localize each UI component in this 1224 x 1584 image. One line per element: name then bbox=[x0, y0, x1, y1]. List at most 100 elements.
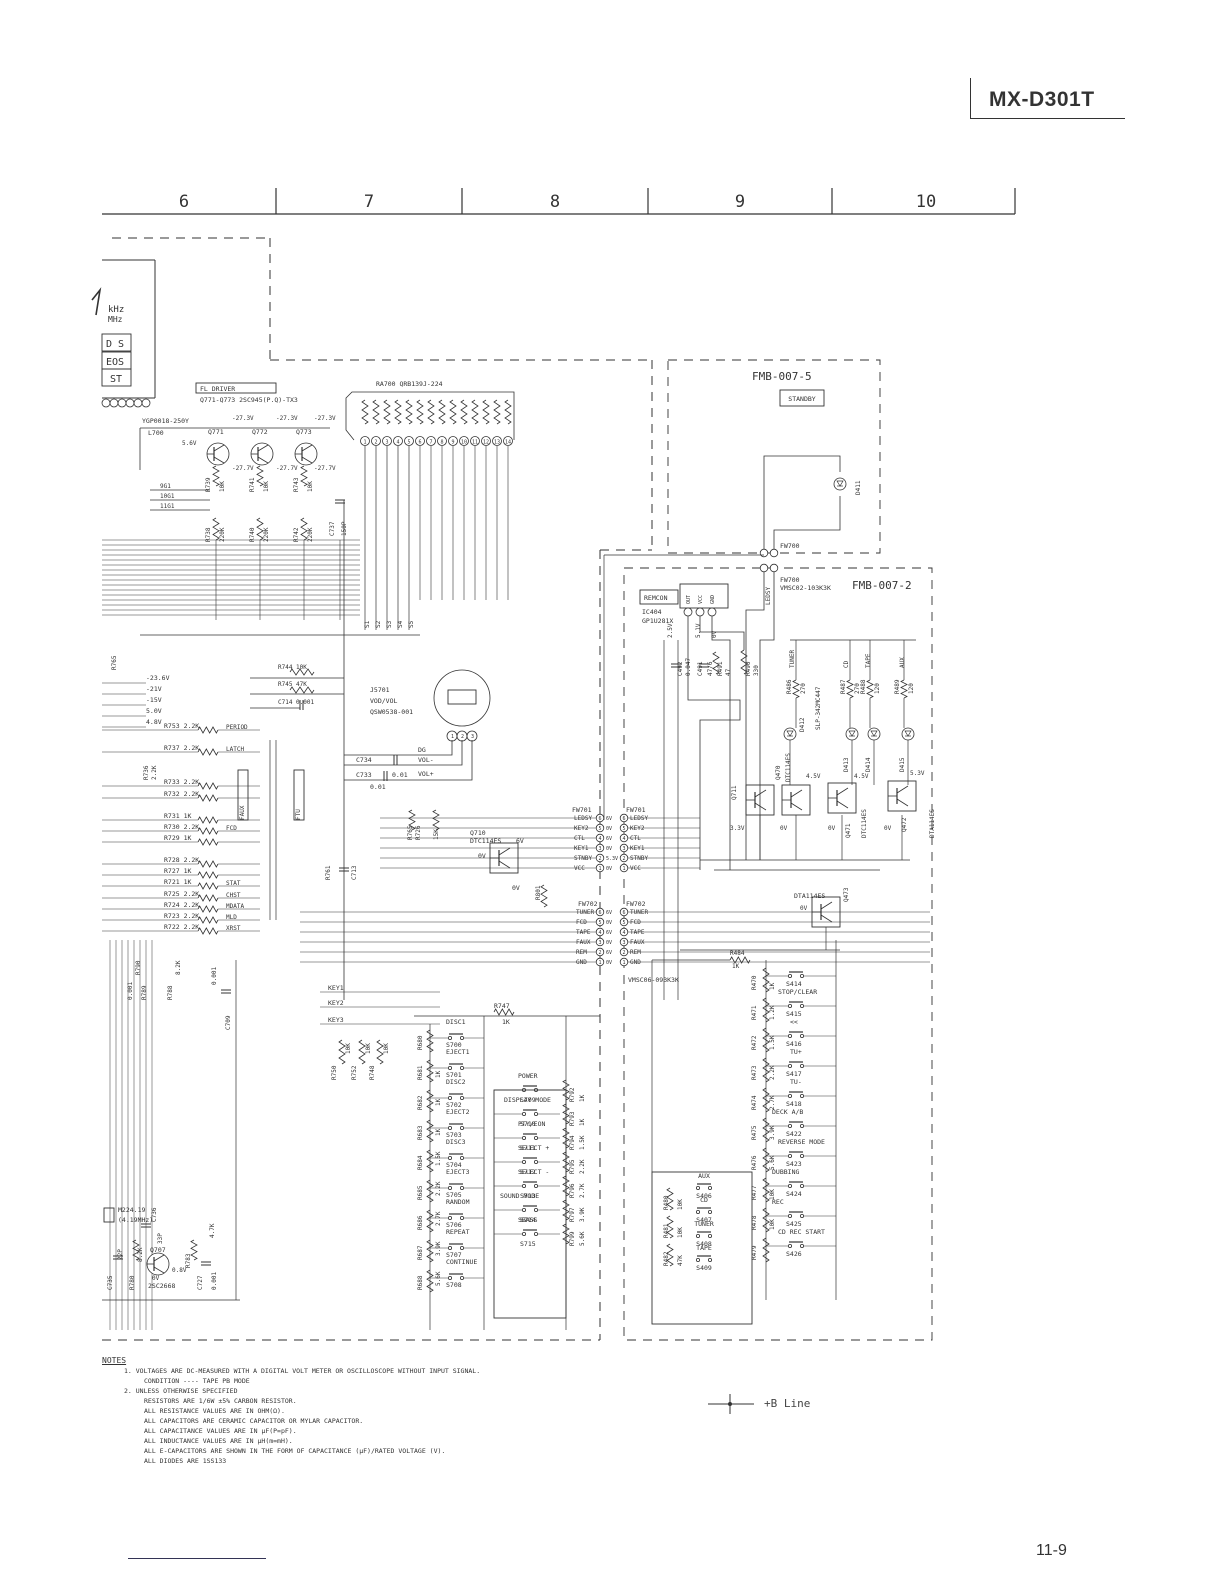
switch-s409 bbox=[696, 1258, 701, 1263]
resistor-value: 220K bbox=[263, 527, 270, 542]
net-label: FTU bbox=[295, 809, 302, 820]
switch-label: SELECT + bbox=[518, 1144, 549, 1152]
transistor-label: Q771 bbox=[208, 428, 224, 436]
pin-number: 5 bbox=[622, 920, 625, 926]
resistor-value: 1.5K bbox=[435, 1151, 442, 1166]
key-line-label: KEY1 bbox=[328, 984, 344, 992]
resistor-ref: 0.001 bbox=[127, 982, 134, 1000]
switch-s418 bbox=[800, 1094, 805, 1099]
capacitor-value: C713 bbox=[351, 865, 358, 880]
connector-pin-label: TUNER bbox=[576, 909, 594, 916]
resistor-ref: R680 bbox=[417, 1035, 424, 1050]
connector-pin-label: TAPE bbox=[630, 929, 645, 936]
switch-s705 bbox=[459, 1186, 464, 1191]
voltage-label: 0V bbox=[606, 920, 612, 926]
voltage-label: 0V bbox=[606, 940, 612, 946]
resistor-ref: R687 bbox=[417, 1245, 424, 1260]
resistor-value: 3.9K bbox=[769, 1125, 776, 1140]
resistor-ref: R490 bbox=[745, 661, 752, 676]
resistor-r733 bbox=[197, 782, 219, 790]
display-segment-box bbox=[101, 368, 132, 387]
switch-s414 bbox=[788, 974, 793, 979]
voltage-label: 0V bbox=[478, 852, 486, 860]
pin-number: 4 bbox=[598, 836, 601, 842]
ic-pin-label: VCC bbox=[698, 595, 704, 604]
switch-ref: S407 bbox=[696, 1216, 712, 1224]
transistor-q473 bbox=[820, 901, 833, 910]
fl-display-glyph bbox=[91, 287, 102, 316]
resistor-array-pin bbox=[459, 436, 469, 446]
resistor-value: 220K bbox=[219, 527, 226, 542]
switch-s702 bbox=[459, 1096, 464, 1101]
pin-number: 2 bbox=[622, 856, 625, 862]
connector-pin-label: GND bbox=[630, 959, 641, 966]
standby-label-box bbox=[779, 389, 825, 407]
note-line: RESISTORS ARE 1/6W ±5% CARBON RESISTOR. bbox=[144, 1397, 297, 1405]
resistor-r752 bbox=[358, 1039, 366, 1065]
switch-s713 bbox=[522, 1184, 527, 1189]
key-line-label: KEY3 bbox=[328, 1016, 344, 1024]
voltage-label: 2.5V bbox=[667, 623, 674, 638]
switch-label: DECK A/B bbox=[772, 1108, 803, 1116]
connector-pin-label: LEDSY bbox=[574, 815, 592, 822]
resistor-ref: R484 bbox=[730, 950, 745, 957]
switch-ref: S423 bbox=[786, 1160, 802, 1168]
switch-ref: S422 bbox=[786, 1130, 802, 1138]
pin-number: 4 bbox=[622, 930, 625, 936]
voltage-label: 0V bbox=[512, 884, 520, 892]
switch-s425 bbox=[788, 1214, 793, 1219]
resistor-value: 4.7K bbox=[209, 1223, 216, 1238]
volume-name: VOD/VOL bbox=[370, 697, 397, 705]
resistor-value: 8.2K bbox=[175, 960, 182, 975]
supply-voltage: -21V bbox=[146, 685, 162, 693]
resistor-value: 10K bbox=[677, 1199, 684, 1210]
resistor-r743 bbox=[300, 465, 308, 487]
resistor-value: 1.2K bbox=[769, 1005, 776, 1020]
switch-ref: S712 bbox=[520, 1168, 536, 1176]
switch-s700 bbox=[459, 1036, 464, 1041]
resistor-r761 bbox=[432, 809, 440, 831]
resistor-ref: R747 bbox=[494, 1002, 510, 1010]
pin-number: 9 bbox=[451, 440, 454, 446]
encoder-pin-label: VOL+ bbox=[418, 770, 434, 778]
switch-label: PTY/EON bbox=[518, 1120, 545, 1128]
led-part: SLP-342MC447 bbox=[815, 686, 822, 730]
resistor-r728 bbox=[197, 860, 219, 868]
net-label: PERIOD bbox=[226, 724, 248, 731]
transistor-q772 bbox=[257, 444, 269, 452]
pin-number: 4 bbox=[396, 440, 399, 446]
scan-line-label: S2 bbox=[375, 620, 382, 628]
pin-number: 5 bbox=[598, 920, 601, 926]
switch-group-box bbox=[651, 1171, 753, 1325]
led-function-label: TUNER bbox=[789, 650, 796, 668]
resistor-value: 1K bbox=[579, 1094, 586, 1102]
resistor-value: 3.9K bbox=[579, 1207, 586, 1222]
capacitor-ref: C737 bbox=[329, 521, 336, 536]
notes-heading: NOTES bbox=[102, 1356, 127, 1365]
resistor-value: 5.6K bbox=[435, 1271, 442, 1286]
resistor-array-element bbox=[471, 399, 479, 425]
switch-label: SBASS bbox=[518, 1216, 538, 1224]
switch-s715 bbox=[534, 1232, 539, 1237]
switch-ref: S426 bbox=[786, 1250, 802, 1258]
resistor-ref: R684 bbox=[417, 1155, 424, 1170]
note-line: ALL CAPACITANCE VALUES ARE IN μF(P=pF). bbox=[144, 1427, 297, 1435]
resistor-ref: R489 bbox=[894, 679, 901, 694]
led-d415 bbox=[901, 727, 915, 741]
supply-voltage: -23.6V bbox=[146, 674, 170, 682]
resistor-array-pin bbox=[415, 436, 425, 446]
connector-pin bbox=[619, 927, 629, 937]
grid-column-number: 8 bbox=[550, 192, 560, 212]
resistor-ref: 15K bbox=[433, 829, 440, 840]
resistor-array-pin bbox=[437, 436, 447, 446]
switch-ref: S714 bbox=[520, 1216, 536, 1224]
pin-number: 14 bbox=[505, 440, 511, 446]
board-fmb-5-outline bbox=[667, 359, 881, 554]
switch-s424 bbox=[788, 1184, 793, 1189]
switch-label: CD bbox=[700, 1196, 708, 1204]
connector-pin bbox=[595, 947, 605, 957]
switch-ref: S417 bbox=[786, 1070, 802, 1078]
pin-number: 2 bbox=[461, 734, 464, 740]
switch-s422 bbox=[800, 1124, 805, 1129]
note-line: ALL E-CAPACITORS ARE SHOWN IN THE FORM O… bbox=[144, 1447, 446, 1455]
